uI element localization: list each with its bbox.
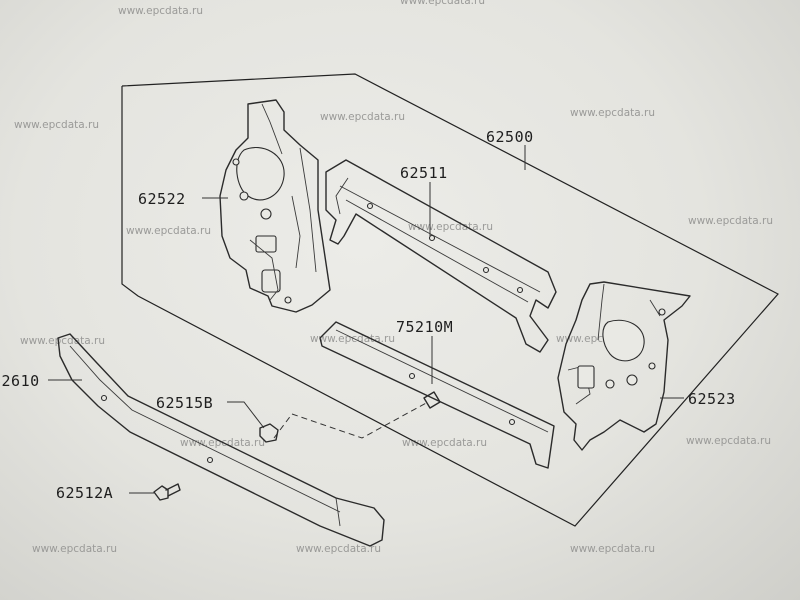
label-62512A: 62512A <box>56 484 113 502</box>
part-62523-right-panel <box>557 281 691 451</box>
watermark: www.epcdata.ru <box>400 0 485 7</box>
label-62523: 62523 <box>688 390 736 408</box>
label-62522: 62522 <box>138 190 186 208</box>
leader-62515B <box>227 401 265 429</box>
part-62610-bumper-reinforcement <box>57 333 385 547</box>
watermark: www.epcdata.ru <box>32 543 117 555</box>
assembly-frame-outline <box>121 73 779 527</box>
part-62515B-nut <box>259 423 279 443</box>
watermark: www.epcdata.ru <box>118 5 203 17</box>
label-75210M: 75210M <box>396 318 453 336</box>
label-62515B: 62515B <box>156 394 213 412</box>
watermark: www.epcdata.ru <box>296 543 381 555</box>
watermark: www.epcdata.ru <box>126 225 211 237</box>
watermark: www.epcdata.ru <box>408 221 493 233</box>
label-62500: 62500 <box>486 128 534 146</box>
watermark: www.epcdata.ru <box>688 215 773 227</box>
watermark: www.epcdata.ru <box>686 435 771 447</box>
part-62512A-bolt <box>153 483 181 501</box>
leader-lines <box>48 145 684 494</box>
watermark-group: www.epcdata.ru www.epcdata.ru www.epcdat… <box>14 0 773 555</box>
part-62511-upper-member <box>325 159 557 353</box>
label-62610: 62610 <box>0 372 40 390</box>
watermark: www.epcdata.ru <box>20 335 105 347</box>
watermark: www.epcdata.ru <box>570 543 655 555</box>
watermark: www.epcdata.ru <box>310 333 395 345</box>
label-62511: 62511 <box>400 164 448 182</box>
assembly-guide-dashed <box>273 401 429 439</box>
watermark: www.epcdata.ru <box>570 107 655 119</box>
part-labels: 62500 62511 62522 62523 75210M 62610 625… <box>0 128 736 502</box>
part-62522-left-panel <box>219 99 331 313</box>
part-75210M-lower-member <box>319 321 555 469</box>
watermark: www.epcdata.ru <box>14 119 99 131</box>
watermark: www.epcdata.ru <box>402 437 487 449</box>
watermark: www.epcdata.ru <box>320 111 405 123</box>
